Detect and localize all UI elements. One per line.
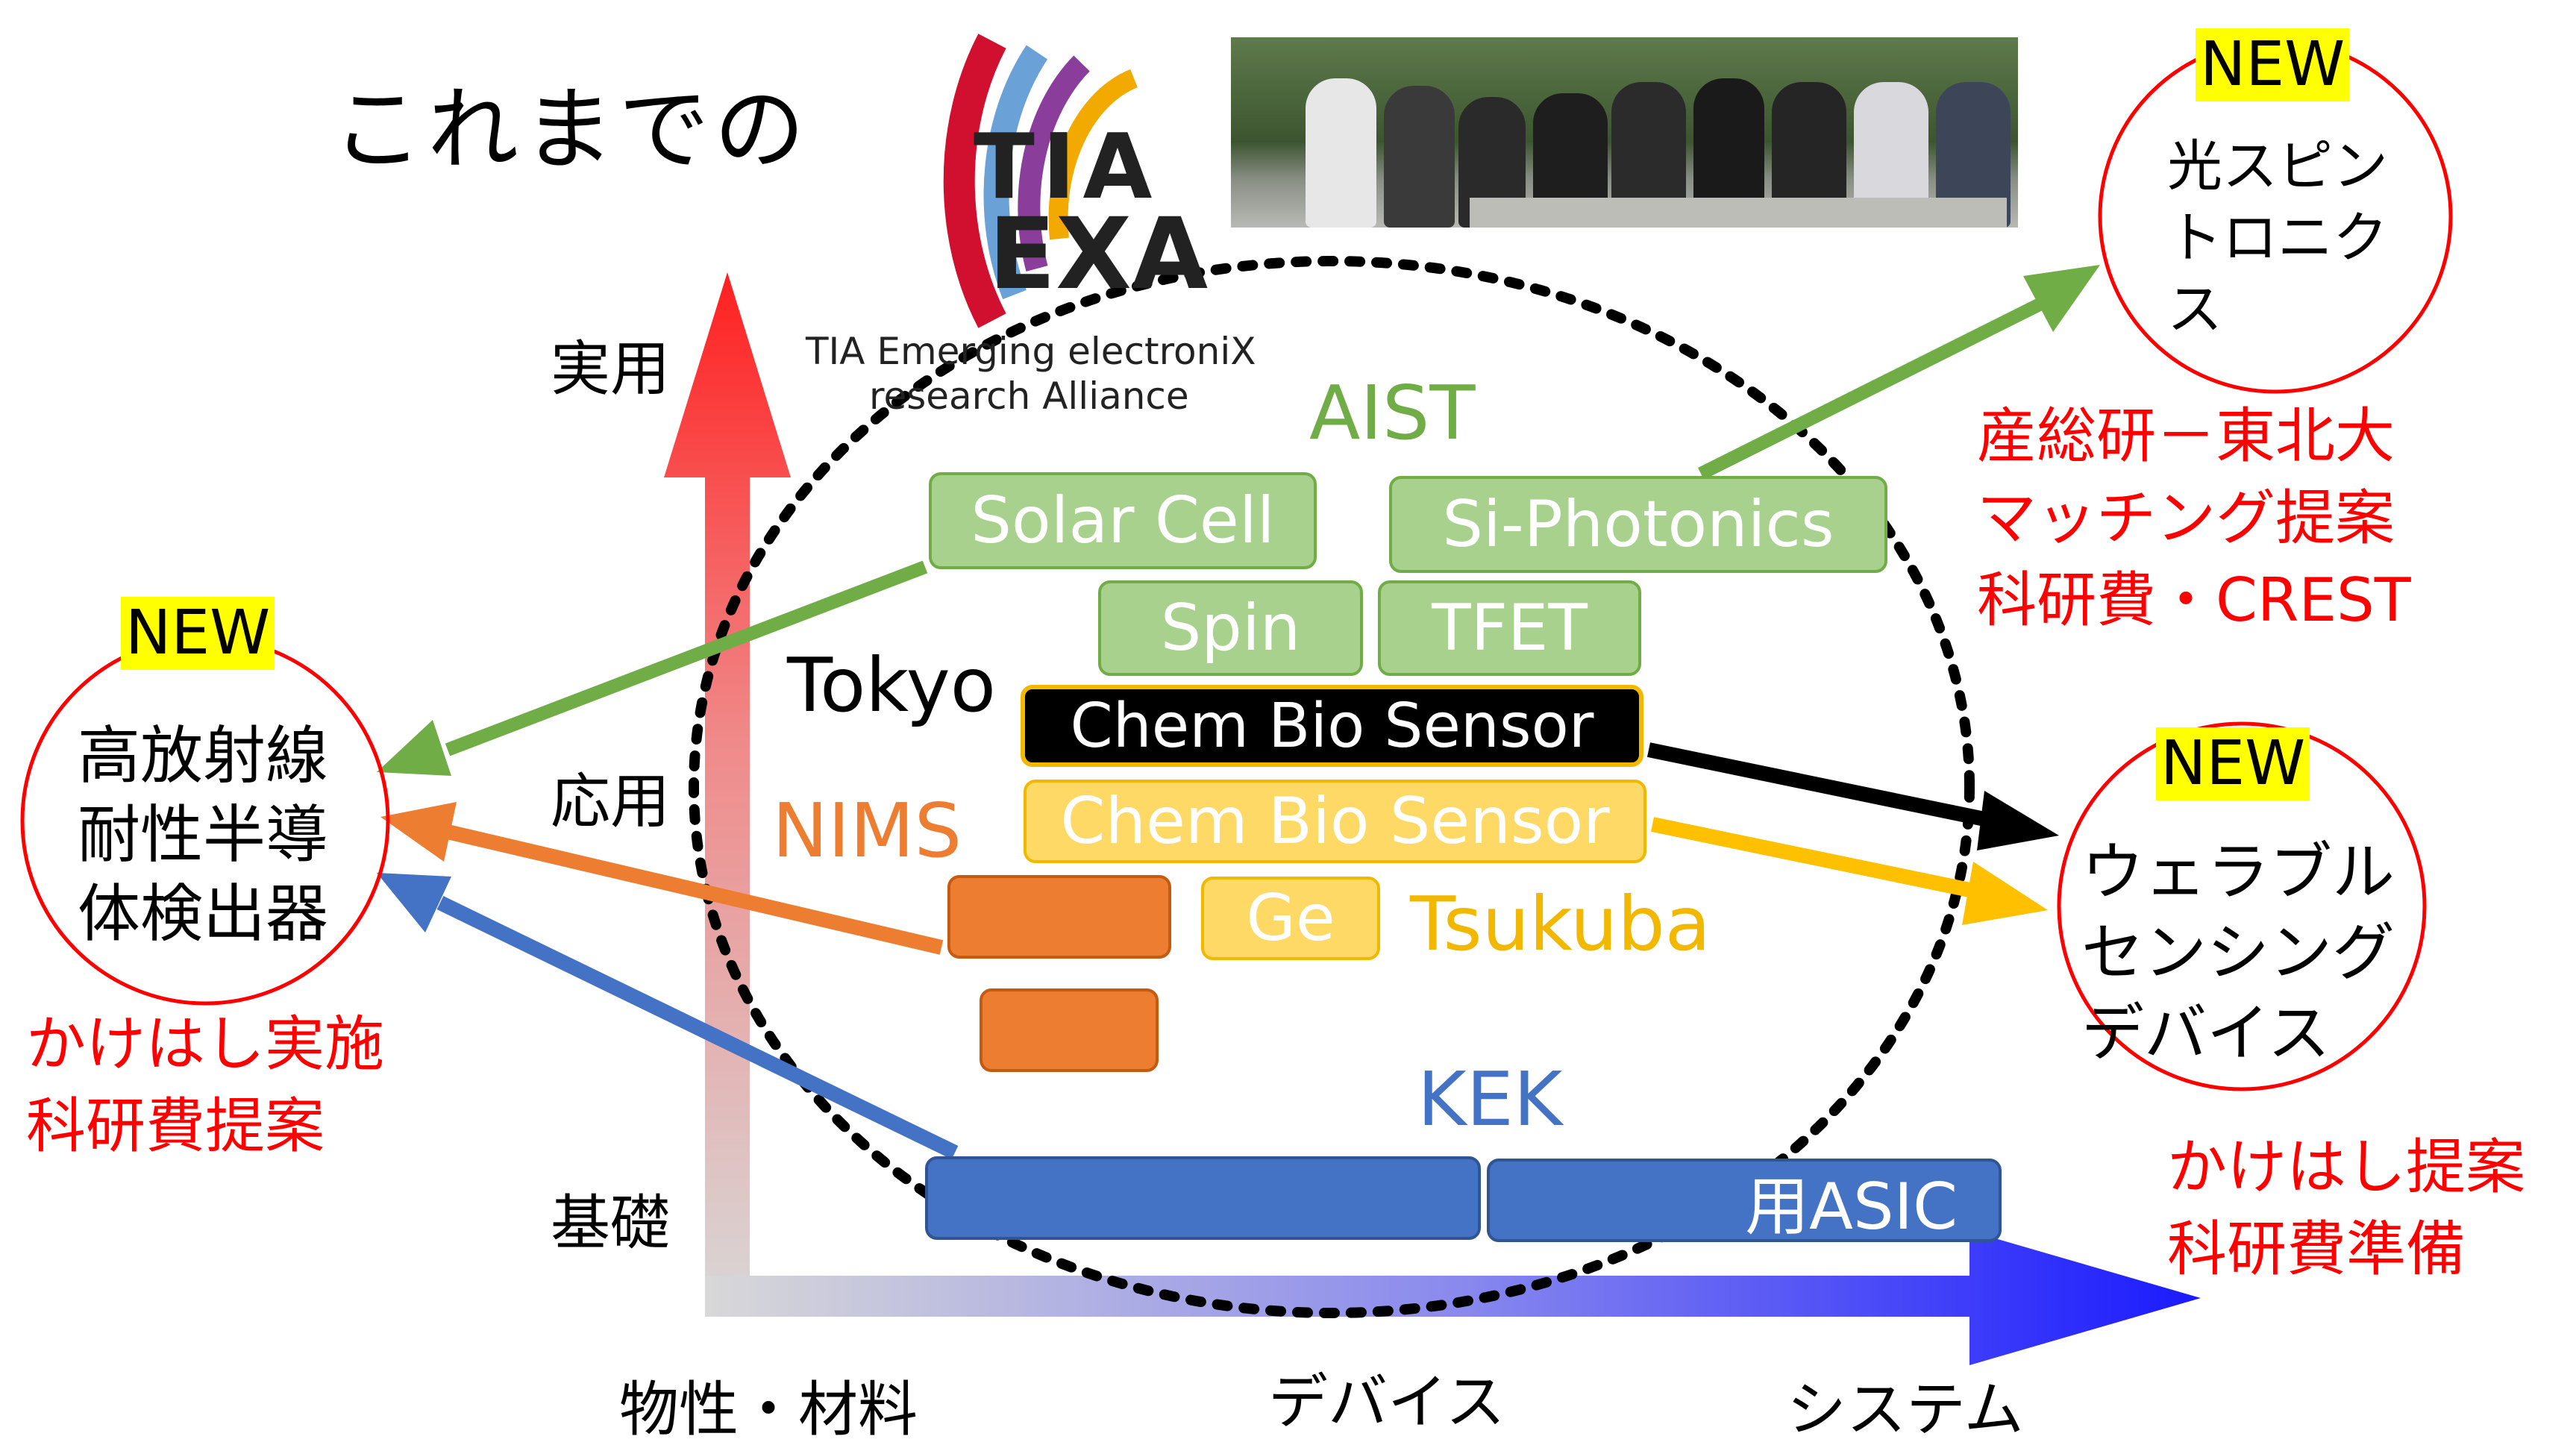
blue-arrow-left — [377, 873, 959, 1159]
logo-exa-text: EXA — [988, 197, 1209, 312]
target-bottom-right-note: 科研費準備 — [2167, 1214, 2466, 1284]
photo-wall — [1470, 198, 2007, 228]
logo-tia-text: TIA — [974, 116, 1160, 219]
box-spin: Spin — [1098, 580, 1363, 676]
box-si-photonics: Si-Photonics — [1389, 476, 1887, 573]
target-left-label: 高放射線 耐性半導 体検出器 — [54, 716, 352, 953]
target-top-right-line: ス — [2167, 278, 2222, 342]
y-label-practical: 実用 — [551, 334, 670, 404]
new-badge-left: NEW — [121, 597, 275, 670]
box-ge: Ge — [1201, 877, 1380, 960]
target-bottom-right-line: センシング — [2081, 916, 2395, 989]
group-label-aist: AIST — [1309, 369, 1476, 457]
new-badge-bottom-right: NEW — [2156, 727, 2310, 800]
tia-exa-logo-arcs — [943, 34, 1138, 328]
x-label-system: システム — [1787, 1375, 2024, 1444]
target-left-line: 体検出器 — [77, 877, 328, 950]
y-label-applied: 応用 — [551, 767, 670, 836]
target-top-right-label: 光スピン トロニク ス — [2167, 131, 2413, 345]
group-label-tsukuba: Tsukuba — [1410, 880, 1711, 968]
y-label-basic: 基礎 — [551, 1188, 670, 1258]
target-bottom-right-line: デバイス — [2081, 997, 2331, 1070]
x-axis-arrow — [705, 1231, 2201, 1365]
box-chem-bio-sensor-tokyo: Chem Bio Sensor — [1021, 685, 1643, 767]
orange-arrow-left — [380, 802, 944, 955]
target-top-right-line: 光スピン — [2167, 134, 2388, 198]
target-top-right-notes: 産総研－東北大 マッチング提案 科研費・CREST — [1977, 395, 2411, 642]
green-arrow-right — [1697, 265, 2100, 480]
logo-caption-line2: research Alliance — [869, 374, 1189, 418]
yellow-arrow-right — [1650, 817, 2048, 925]
target-top-right-note: マッチング提案 — [1977, 483, 2395, 553]
target-bottom-right-line: ウェラブル — [2081, 836, 2395, 909]
group-label-nims: NIMS — [772, 787, 962, 874]
new-badge-top-right: NEW — [2196, 28, 2350, 101]
target-top-right-note: 産総研－東北大 — [1977, 401, 2395, 471]
black-arrow-right — [1646, 742, 2059, 850]
target-bottom-right-note: かけはし提案 — [2167, 1132, 2525, 1202]
group-label-tokyo: Tokyo — [787, 642, 996, 729]
y-axis-arrow — [664, 272, 791, 1317]
box-tfet: TFET — [1378, 580, 1641, 676]
target-bottom-right-notes: かけはし提案 科研費準備 — [2167, 1126, 2525, 1291]
box-kek-left — [925, 1156, 1481, 1240]
photo-person — [1306, 78, 1376, 228]
target-bottom-right-label: ウェラブル センシング デバイス — [2081, 832, 2410, 1074]
group-photo — [1231, 37, 2018, 228]
target-circle-bottom-right — [2057, 721, 2427, 1091]
page-title: これまでの — [332, 77, 809, 183]
green-arrow-left — [377, 560, 928, 776]
target-left-note: 科研費提案 — [26, 1091, 325, 1161]
box-nims-2 — [980, 988, 1159, 1072]
x-label-device: デバイス — [1268, 1367, 1505, 1437]
group-label-kek: KEK — [1417, 1056, 1563, 1143]
target-left-line: 耐性半導 — [77, 798, 328, 871]
target-top-right-note: 科研費・CREST — [1977, 565, 2411, 635]
box-asic: 用ASIC — [1487, 1159, 2002, 1244]
dotted-circle — [689, 256, 1975, 1318]
x-label-materials: 物性・材料 — [619, 1375, 918, 1444]
logo-caption-line1: TIA Emerging electroniX — [806, 330, 1256, 373]
photo-person — [1384, 86, 1455, 228]
target-left-line: 高放射線 — [77, 719, 328, 792]
target-left-note: かけはし実施 — [26, 1009, 384, 1079]
target-left-notes: かけはし実施 科研費提案 — [26, 1003, 384, 1168]
box-nims-1 — [947, 875, 1171, 959]
target-top-right-line: トロニク — [2167, 206, 2388, 270]
box-solar-cell: Solar Cell — [929, 472, 1317, 569]
box-chem-bio-sensor-tsukuba: Chem Bio Sensor — [1024, 780, 1646, 863]
